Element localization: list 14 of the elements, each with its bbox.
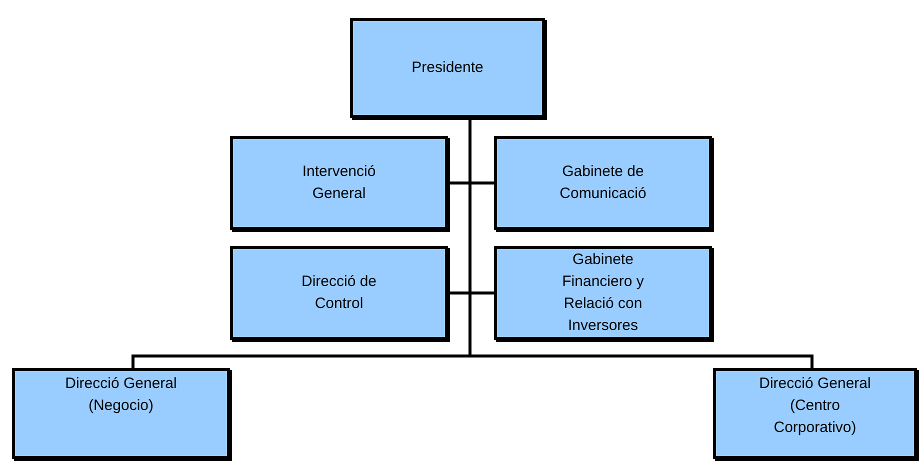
box-label: Presidente	[410, 58, 484, 78]
box-label: Direcció de Control	[300, 272, 378, 314]
org-box	[494, 136, 712, 230]
org-box	[230, 246, 448, 340]
box-label: Intervenció General	[301, 162, 377, 204]
org-box	[230, 136, 448, 230]
org-box	[494, 246, 712, 340]
box-label: Gabinete de Comunicació	[558, 162, 648, 204]
org-box	[713, 368, 917, 459]
box-label: Gabinete Financiero y Relació con Inversores	[561, 250, 645, 336]
box-label: Direcció General (Negocio)	[64, 374, 178, 416]
org-box	[12, 368, 230, 459]
org-box	[350, 18, 545, 118]
box-label: Direcció General (Centro Corporativo)	[758, 374, 872, 438]
